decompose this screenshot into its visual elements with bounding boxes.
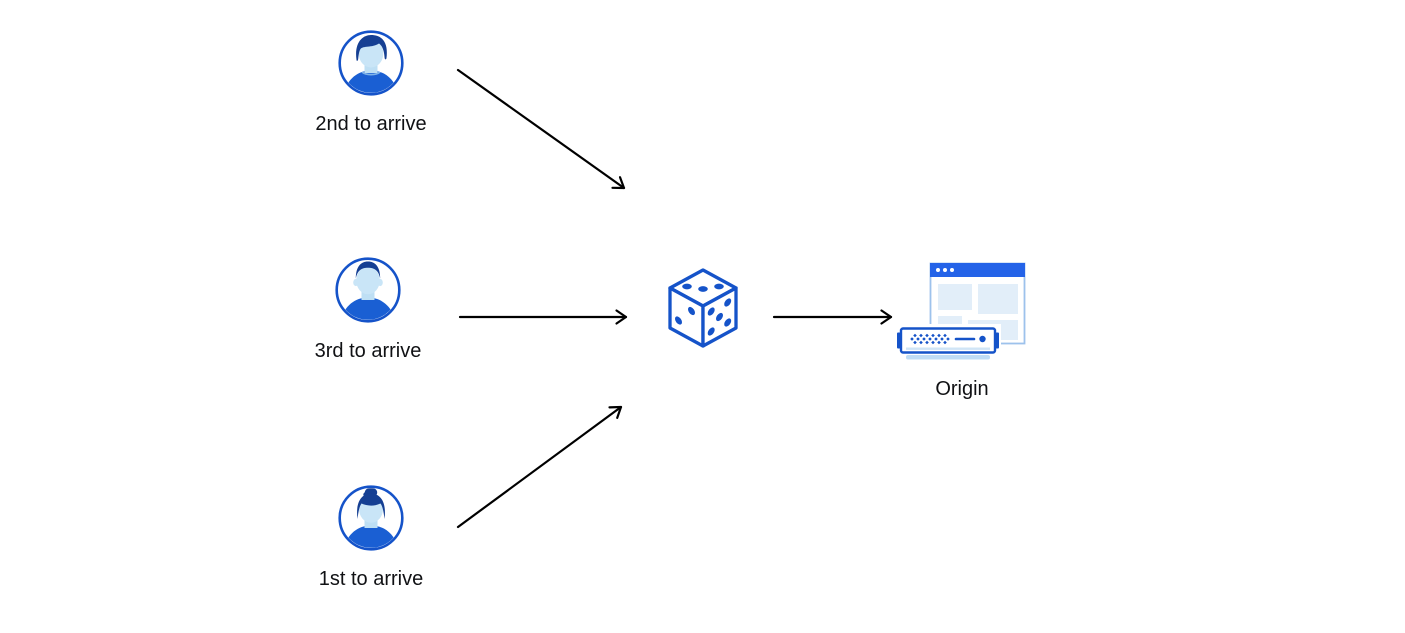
origin-label: Origin: [935, 378, 989, 400]
male-avatar-icon: [338, 30, 404, 96]
dice-icon: [668, 268, 738, 348]
node-dice: [666, 264, 740, 352]
server-icon: [897, 324, 1001, 360]
node-origin: Origin: [882, 260, 1042, 401]
server-vent-pattern: [910, 333, 950, 345]
user-first-label: 1st to arrive: [318, 568, 424, 590]
origin-server-icon: [897, 262, 1026, 360]
node-user-third: 3rd to arrive: [288, 257, 448, 363]
male-avatar-icon: [335, 257, 401, 323]
dice-pips: [675, 283, 732, 336]
female-avatar-icon: [338, 485, 404, 551]
node-user-second: 2nd to arrive: [291, 30, 451, 136]
user-third-label: 3rd to arrive: [314, 340, 422, 362]
arrow-user-first-to-dice: [456, 405, 623, 529]
node-user-first: 1st to arrive: [291, 485, 451, 591]
arrow-user-second-to-dice: [456, 68, 626, 190]
user-second-label: 2nd to arrive: [315, 113, 427, 135]
